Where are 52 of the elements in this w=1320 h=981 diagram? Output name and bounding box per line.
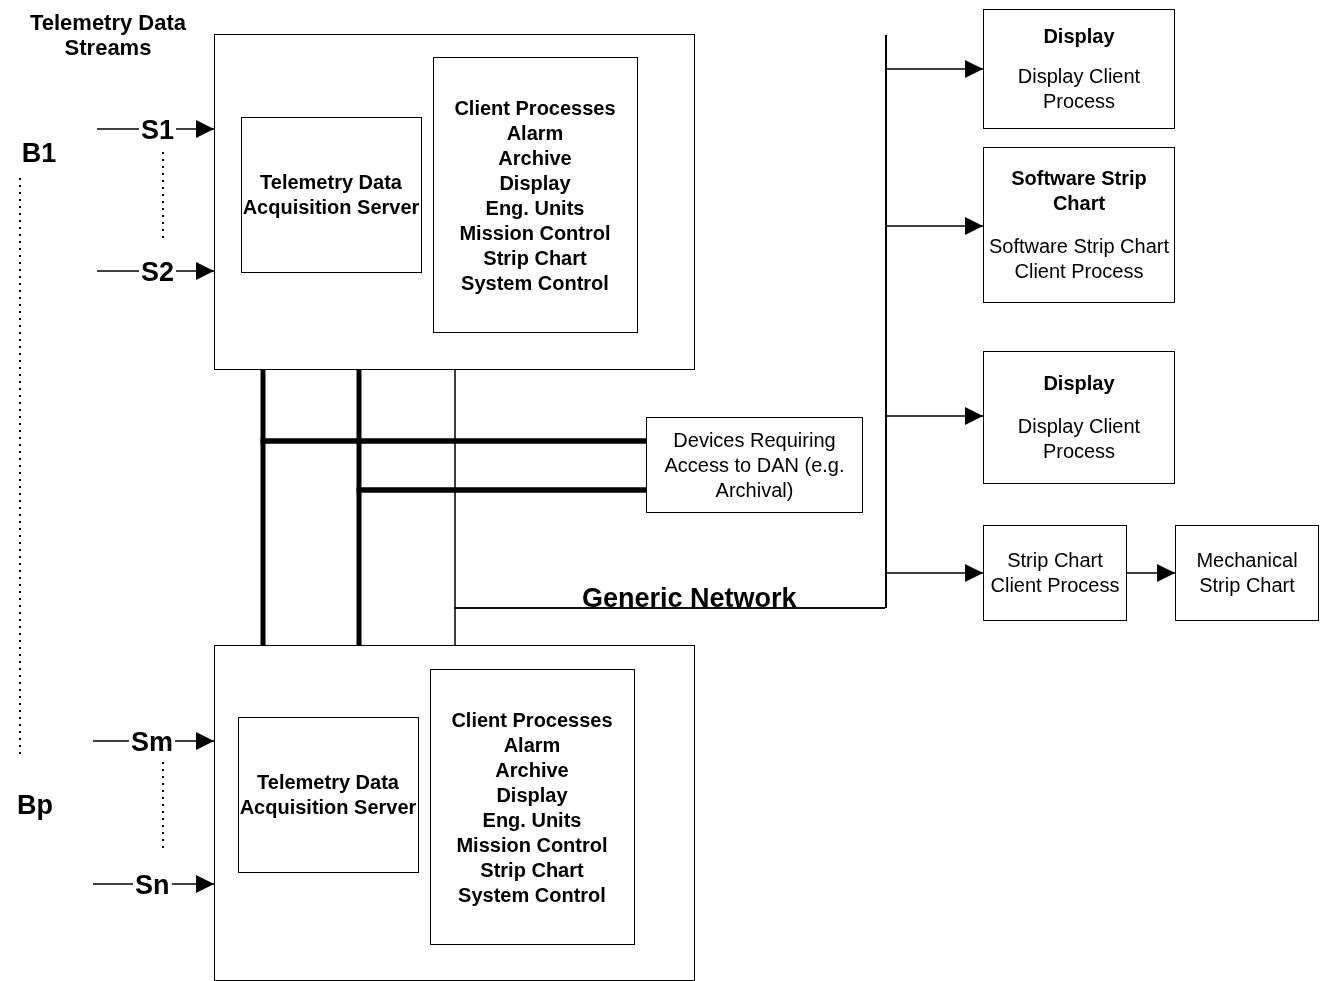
list-item: System Control: [458, 882, 606, 908]
bus-label: B1: [20, 138, 58, 168]
process-box: [983, 525, 1127, 621]
connector-line: [454, 607, 886, 646]
list-item: Eng. Units: [482, 807, 582, 833]
box-text: Telemetry Data Acquisition Server: [241, 169, 421, 220]
bus-label: Bp: [16, 790, 54, 820]
list-item: Alarm: [503, 732, 561, 758]
container-box: [214, 645, 695, 981]
box-heading: Client Processes: [451, 707, 613, 733]
box-text: Display Client Process: [1016, 414, 1142, 465]
list-item: Archive: [495, 757, 569, 783]
arrow: [1126, 564, 1176, 582]
arrow: [886, 564, 984, 582]
list-item: Mission Control: [456, 832, 608, 858]
list-item: Eng. Units: [485, 195, 585, 221]
list-item: Mission Control: [459, 220, 611, 246]
list-item: Display: [499, 170, 571, 196]
process-box: [432, 56, 638, 333]
network-bus-line: [885, 35, 887, 608]
connector-line: [356, 487, 646, 645]
box-text: Mechanical Strip Chart: [1195, 548, 1299, 598]
process-box: [240, 116, 422, 273]
process-box: [1175, 525, 1319, 621]
process-box: [983, 147, 1175, 303]
arrow: [886, 60, 984, 78]
box-heading: Software Strip Chart: [1010, 166, 1148, 216]
process-box: [983, 351, 1175, 484]
list-item: Archive: [498, 145, 572, 171]
box-heading: Display: [1043, 24, 1115, 50]
box-text: Display Client Process: [1016, 63, 1142, 114]
list-item: Alarm: [506, 120, 564, 146]
list-item: System Control: [461, 270, 609, 296]
box-text: Devices Requiring Access to DAN (e.g. Archival): [663, 427, 846, 503]
connector-line: [260, 438, 646, 645]
container-box: [214, 34, 695, 370]
process-box: [983, 9, 1175, 129]
edge-label: Generic Network: [581, 583, 798, 613]
list-item: Strip Chart: [483, 245, 587, 271]
process-box: [237, 716, 419, 873]
list-item: Strip Chart: [480, 857, 584, 883]
box-heading: Display: [1043, 370, 1115, 396]
box-text: Telemetry Data Acquisition Server: [238, 769, 418, 820]
process-box: [429, 668, 635, 945]
arrow: [886, 217, 984, 235]
box-text: Strip Chart Client Process: [989, 548, 1121, 598]
process-box: [646, 417, 863, 513]
box-text: Software Strip Chart Client Process: [987, 234, 1171, 284]
heading: Telemetry Data Streams: [28, 10, 188, 60]
arrow: [886, 407, 984, 425]
list-item: Display: [496, 782, 568, 808]
box-heading: Client Processes: [454, 95, 616, 121]
